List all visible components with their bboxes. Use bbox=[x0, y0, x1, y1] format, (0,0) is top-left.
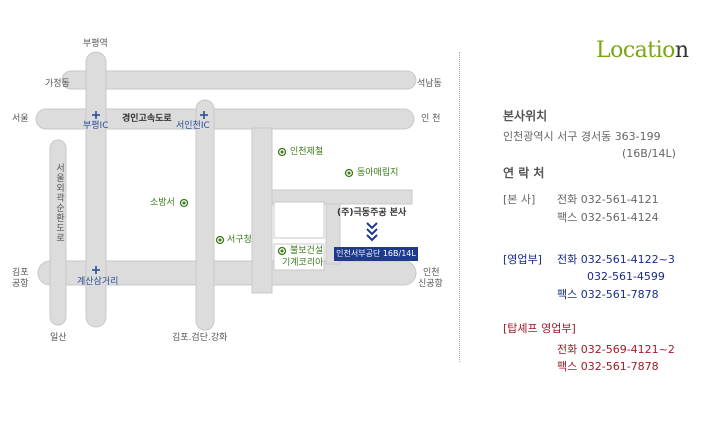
landmark-dot-bulbo bbox=[277, 246, 287, 256]
label-seoul-ring-expressway: 서울외곽순환도로 bbox=[54, 163, 64, 243]
contact-heading: 연 락 처 bbox=[503, 166, 545, 180]
label-bupyeong-ic: 부평IC bbox=[83, 121, 109, 131]
road-seogu-vertical bbox=[195, 99, 215, 331]
road-gyeongin-expressway bbox=[35, 108, 415, 130]
section-divider bbox=[459, 52, 460, 362]
sales-phone-2: 032-561-4599 bbox=[587, 270, 665, 283]
hq-fax: 팩스 032-561-4124 bbox=[557, 211, 659, 224]
hq-address: 인천광역시 서구 경서동 363-199 bbox=[503, 130, 661, 143]
hq-block: (16B/14L) bbox=[622, 147, 676, 160]
sales-label: [영업부] bbox=[503, 253, 542, 266]
topchef-phone: 전화 032-569-4121~2 bbox=[557, 343, 675, 356]
landmark-dot-landfill bbox=[344, 168, 354, 178]
label-seoknam: 석남동 bbox=[417, 79, 442, 89]
landmark-dot-steel bbox=[277, 147, 287, 157]
label-gyeongin-expressway: 경인고속도로 bbox=[122, 114, 172, 124]
label-gimpo-geomdan-ganghwa: 김포.검단.강화 bbox=[172, 333, 228, 343]
label-gigye-korea: 기계코리아 bbox=[282, 258, 324, 268]
road-seoul-ring bbox=[49, 139, 67, 326]
topchef-label: [탑셰프 영업부] bbox=[503, 322, 576, 335]
block-2 bbox=[273, 243, 325, 271]
page-title: Location bbox=[596, 38, 689, 63]
label-gajeong: 가정동 bbox=[45, 79, 70, 89]
road-middle-horizontal bbox=[271, 189, 413, 205]
road-map-graphic bbox=[35, 51, 417, 331]
hq-contact-label: [본 사] bbox=[503, 193, 536, 206]
road-bupyeong-vertical bbox=[85, 51, 107, 328]
landmark-dot-seogu bbox=[215, 235, 225, 245]
chevron-down-icon bbox=[366, 222, 378, 242]
label-fire-station: 소방서 bbox=[150, 198, 175, 208]
label-seoincheon-ic: 서인천IC bbox=[176, 121, 210, 131]
label-incheon-airport-1: 인천 bbox=[423, 268, 440, 278]
label-incheon-east: 인 천 bbox=[421, 114, 441, 124]
sales-phone-1: 전화 032-561-4122~3 bbox=[557, 253, 675, 266]
label-seoul: 서울 bbox=[12, 114, 29, 124]
landmark-dot-fire bbox=[179, 198, 189, 208]
label-incheon-airport-2: 신공항 bbox=[418, 279, 443, 289]
label-incheon-steel: 인천제철 bbox=[290, 147, 324, 157]
sales-fax: 팩스 032-561-7878 bbox=[557, 288, 659, 301]
block-1 bbox=[273, 201, 325, 239]
location-map: 부평역 가정동 석남동 서울 인 천 부평IC 경인고속도로 서인천IC 인천제… bbox=[12, 39, 443, 343]
label-gyesan-intersection: 계산삼거리 bbox=[77, 277, 119, 287]
label-company-hq: (주)극동주공 본사 bbox=[337, 208, 407, 218]
label-gimpo-2: 공항 bbox=[12, 279, 29, 289]
road-middle-vertical bbox=[251, 127, 273, 294]
label-seogu-office: 서구청 bbox=[227, 235, 252, 245]
label-dongah-landfill: 동아매립지 bbox=[357, 168, 399, 178]
label-bupyeong-station: 부평역 bbox=[83, 39, 108, 49]
hq-heading: 본사위치 bbox=[503, 109, 548, 123]
label-gimpo-1: 김포 bbox=[12, 268, 29, 278]
hq-phone: 전화 032-561-4121 bbox=[557, 193, 659, 206]
label-bulbo: 불보건설 bbox=[290, 246, 324, 256]
road-top bbox=[61, 70, 417, 90]
industrial-complex-sign: 인천서부공단 16B/14L bbox=[334, 247, 418, 261]
topchef-fax: 팩스 032-561-7878 bbox=[557, 360, 659, 373]
label-ilsan: 일산 bbox=[50, 333, 67, 343]
